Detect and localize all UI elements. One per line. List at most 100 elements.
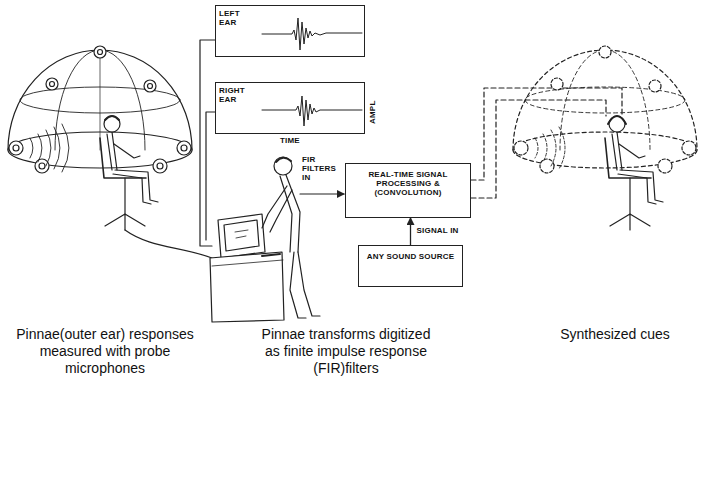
operator-figure <box>298 252 320 316</box>
measurement-dome <box>100 50 101 150</box>
sound-waves <box>46 130 51 166</box>
loudspeaker <box>39 163 45 169</box>
headphone-listener <box>619 144 645 158</box>
process-box: REAL-TIME SIGNAL PROCESSING & (CONVOLUTI… <box>345 163 471 218</box>
measurement-dome <box>55 50 145 150</box>
virtual-loudspeaker <box>649 80 661 92</box>
virtual-loudspeaker <box>551 78 563 90</box>
computer-console <box>262 254 280 256</box>
computer-console <box>218 214 265 258</box>
impulse-waveform <box>262 18 362 50</box>
loudspeaker <box>94 46 106 58</box>
box-label: ANY SOUND SOURCE <box>365 252 456 261</box>
virtual-loudspeaker <box>658 159 672 173</box>
axis-label: TIME <box>280 137 300 146</box>
computer-console <box>210 252 284 322</box>
output-wire <box>471 88 622 180</box>
seated-listener <box>107 134 112 170</box>
loudspeaker <box>157 163 163 169</box>
box-label: LEFT EAR <box>219 9 253 27</box>
loudspeaker <box>181 145 187 151</box>
signal-wire <box>200 40 215 246</box>
headphone-listener <box>609 116 625 132</box>
impulse-waveform <box>262 96 362 126</box>
plot-box: LEFT EAR <box>215 5 365 57</box>
seated-listener <box>100 116 158 230</box>
arrow-label: FIR FILTERS IN <box>302 156 342 182</box>
virtual-loudspeaker <box>599 46 611 58</box>
output-wire <box>471 88 622 198</box>
headphone-listener <box>605 116 663 230</box>
measurement-dome <box>8 50 192 168</box>
virtual-dome <box>525 87 685 113</box>
virtual-dome <box>513 50 697 168</box>
virtual-sound-waves <box>535 138 538 158</box>
source-box: ANY SOUND SOURCE <box>358 245 463 287</box>
headphone-listener <box>617 132 622 170</box>
cable <box>125 230 212 258</box>
sound-waves <box>38 134 42 162</box>
signal-wire <box>200 40 215 246</box>
operator-figure <box>262 157 320 318</box>
virtual-sound-waves <box>543 134 547 162</box>
output-wire <box>471 100 606 198</box>
headphone-listener <box>629 178 630 214</box>
computer-console <box>235 230 248 238</box>
seated-listener <box>105 116 119 120</box>
seated-listener <box>114 144 140 158</box>
seated-listener <box>100 138 146 178</box>
box-label: REAL-TIME SIGNAL PROCESSING & (CONVOLUTI… <box>352 170 464 198</box>
loudspeaker <box>9 141 23 155</box>
loudspeaker <box>13 145 19 151</box>
headphone-listener <box>612 134 617 170</box>
plot-box: RIGHT EAR <box>215 82 365 134</box>
operator-figure <box>270 190 292 232</box>
seated-listener <box>105 214 145 230</box>
virtual-loudspeaker <box>682 141 696 155</box>
operator-figure <box>274 157 292 175</box>
computer-console <box>224 220 259 251</box>
loudspeaker <box>50 82 55 87</box>
virtual-dome <box>513 50 697 150</box>
sound-waves <box>30 138 33 158</box>
loudspeaker <box>46 78 58 90</box>
operator-figure <box>286 175 300 252</box>
sound-waves <box>54 127 60 169</box>
headphone-listener <box>608 116 626 124</box>
virtual-loudspeaker <box>514 141 528 155</box>
loudspeaker <box>148 84 153 89</box>
signal-arrow <box>410 218 411 245</box>
virtual-sound-waves <box>535 127 565 169</box>
loudspeaker <box>9 46 191 173</box>
axis-label: AMPL <box>369 101 378 124</box>
headphone-listener <box>610 214 650 230</box>
virtual-loudspeaker <box>540 159 554 173</box>
headphone-listener <box>605 138 651 178</box>
loudspeaker <box>35 159 49 173</box>
computer-console <box>212 260 283 266</box>
operator-figure <box>276 158 291 162</box>
virtual-sound-waves <box>551 130 556 166</box>
virtual-dome <box>560 50 650 150</box>
loudspeaker <box>153 159 167 173</box>
box-label: RIGHT EAR <box>219 86 253 104</box>
impulse-waveform <box>262 18 362 126</box>
seated-listener <box>124 178 125 214</box>
loudspeaker <box>177 141 191 155</box>
virtual-sound-waves <box>559 127 565 169</box>
measurement-dome <box>8 50 192 150</box>
computer-console <box>210 214 284 322</box>
seated-listener <box>112 132 117 170</box>
sound-waves <box>30 124 69 172</box>
seated-listener <box>104 116 120 132</box>
edge-label: SIGNAL IN <box>416 227 460 236</box>
caption-text: Synthesized cues <box>530 326 700 343</box>
sound-waves <box>62 124 69 172</box>
virtual-loudspeaker <box>514 46 696 173</box>
loudspeaker <box>144 80 156 92</box>
caption-text: Pinnae(outer ear) responses measured wit… <box>8 326 202 377</box>
filter-arrow <box>300 193 344 194</box>
